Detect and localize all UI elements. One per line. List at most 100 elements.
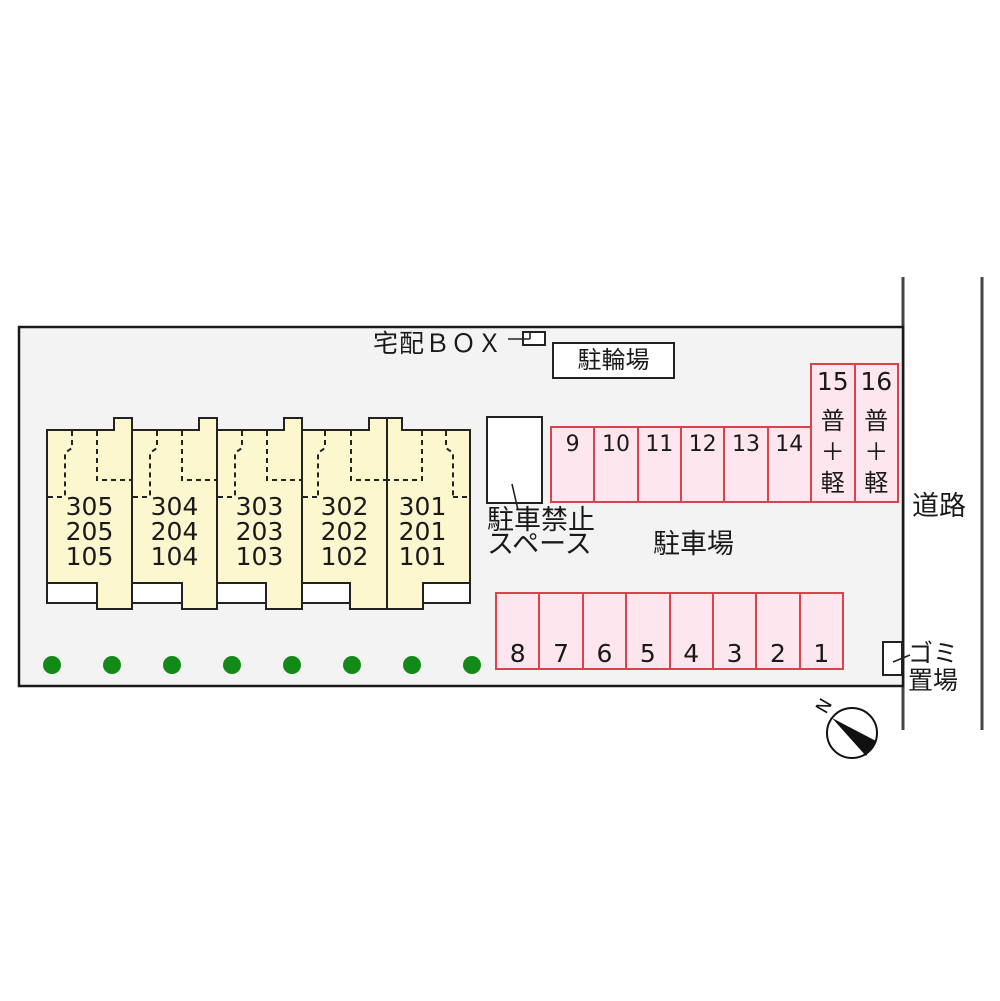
tree-icon [343, 656, 361, 674]
parking-space: 15 普 ＋ 軽 [812, 365, 854, 501]
unit-label-301: 301 201 101 [380, 494, 465, 569]
parking-space: 11 [636, 428, 680, 501]
vehicle-type-char: ＋ [820, 438, 845, 466]
compass-north-label: N [812, 695, 837, 717]
room-number: 304 [150, 492, 199, 521]
unit-302-interior [303, 431, 386, 498]
north-arrow-icon [832, 718, 876, 756]
parking-space: 2 [755, 594, 798, 668]
apartment-building [46, 417, 471, 610]
unit-label-303: 303 203 103 [217, 494, 302, 569]
no-parking-label-line1: 駐車禁止 [487, 505, 595, 536]
parking-space-number: 15 [816, 367, 849, 396]
no-parking-space-area [486, 416, 543, 504]
unit-301-balcony [422, 582, 471, 604]
room-number: 303 [235, 492, 284, 521]
parking-space-number: 11 [645, 432, 674, 457]
unit-302-balcony [301, 582, 351, 604]
vehicle-type-char: ＋ [864, 438, 889, 466]
parking-space-number: 7 [553, 639, 570, 668]
parking-space: 9 [552, 428, 593, 501]
garbage-area-label-line2: 置場 [908, 666, 959, 695]
room-number: 105 [65, 542, 114, 571]
parking-space: 1 [798, 594, 842, 668]
vehicle-type-label: 普 ＋ 軽 [821, 406, 845, 499]
parking-space-number: 6 [596, 639, 613, 668]
no-parking-label-line2: スペース [487, 529, 592, 560]
parking-space: 3 [711, 594, 755, 668]
tree-icon [43, 656, 61, 674]
parking-space: 4 [668, 594, 712, 668]
vehicle-type-char: 普 [820, 407, 845, 435]
vehicle-type-char: 普 [864, 407, 889, 435]
unit-label-302: 302 202 102 [302, 494, 387, 569]
garbage-area-label-line1: ゴミ [908, 639, 959, 668]
parking-space-number: 12 [688, 432, 717, 457]
parking-space: 13 [723, 428, 766, 501]
parking-space-number: 13 [731, 432, 760, 457]
parking-space: 10 [593, 428, 636, 501]
delivery-box-label: 宅配ＢＯＸ [373, 329, 504, 358]
room-number: 301 [398, 492, 447, 521]
tree-icon [223, 656, 241, 674]
tree-icon [403, 656, 421, 674]
room-number: 101 [398, 542, 447, 571]
tree-icon [283, 656, 301, 674]
parking-row-tall: 15 普 ＋ 軽 16 普 ＋ 軽 [810, 363, 899, 503]
unit-305-interior [48, 431, 131, 498]
unit-label-304: 304 204 104 [132, 494, 217, 569]
parking-space: 8 [497, 594, 538, 668]
parking-lot-label: 駐車場 [653, 529, 734, 560]
unit-303-balcony [216, 582, 267, 604]
garbage-area-label: ゴミ 置場 [908, 640, 958, 694]
parking-space-number: 2 [769, 639, 786, 668]
room-number: 204 [150, 517, 199, 546]
vehicle-type-char: 軽 [820, 469, 845, 497]
room-number: 302 [320, 492, 369, 521]
vehicle-type-char: 軽 [864, 469, 889, 497]
parking-space: 16 普 ＋ 軽 [853, 365, 898, 501]
unit-303-interior [218, 431, 301, 498]
compass-icon: N [812, 695, 878, 759]
parking-space: 5 [625, 594, 668, 668]
room-number: 104 [150, 542, 199, 571]
bicycle-parking-area [552, 342, 675, 379]
bicycle-parking-label: 駐輪場 [577, 346, 650, 374]
parking-space-number: 14 [775, 432, 804, 457]
parking-space-number: 10 [601, 432, 630, 457]
parking-space-number: 1 [813, 639, 830, 668]
unit-301-interior [388, 431, 469, 498]
no-parking-leader [511, 483, 519, 511]
room-number: 205 [65, 517, 114, 546]
unit-304-balcony [131, 582, 183, 604]
no-parking-label: 駐車禁止 スペース [487, 505, 595, 560]
vehicle-type-label: 普 ＋ 軽 [864, 406, 888, 499]
garbage-leader [892, 654, 911, 663]
room-number: 305 [65, 492, 114, 521]
garbage-area-box [882, 641, 903, 676]
room-number: 203 [235, 517, 284, 546]
parking-space: 7 [538, 594, 581, 668]
road-label: 道路 [912, 491, 966, 522]
parking-space: 12 [679, 428, 723, 501]
room-number: 202 [320, 517, 369, 546]
parking-space-number: 3 [726, 639, 743, 668]
parking-space-number: 4 [683, 639, 700, 668]
room-number: 201 [398, 517, 447, 546]
tree-icon [163, 656, 181, 674]
parking-row-bottom: 8 7 6 5 4 3 2 1 [495, 592, 844, 670]
parking-space: 14 [766, 428, 810, 501]
tree-icon [463, 656, 481, 674]
tree-icon [103, 656, 121, 674]
parking-space-number: 16 [860, 367, 893, 396]
room-number: 102 [320, 542, 369, 571]
unit-305-balcony [46, 582, 98, 604]
unit-304-interior [133, 431, 216, 498]
parking-row-top: 9 10 11 12 13 14 [550, 426, 812, 503]
unit-label-305: 305 205 105 [47, 494, 132, 569]
tree-row [43, 656, 481, 674]
room-number: 103 [235, 542, 284, 571]
parking-space: 6 [581, 594, 625, 668]
parking-space-number: 5 [639, 639, 656, 668]
